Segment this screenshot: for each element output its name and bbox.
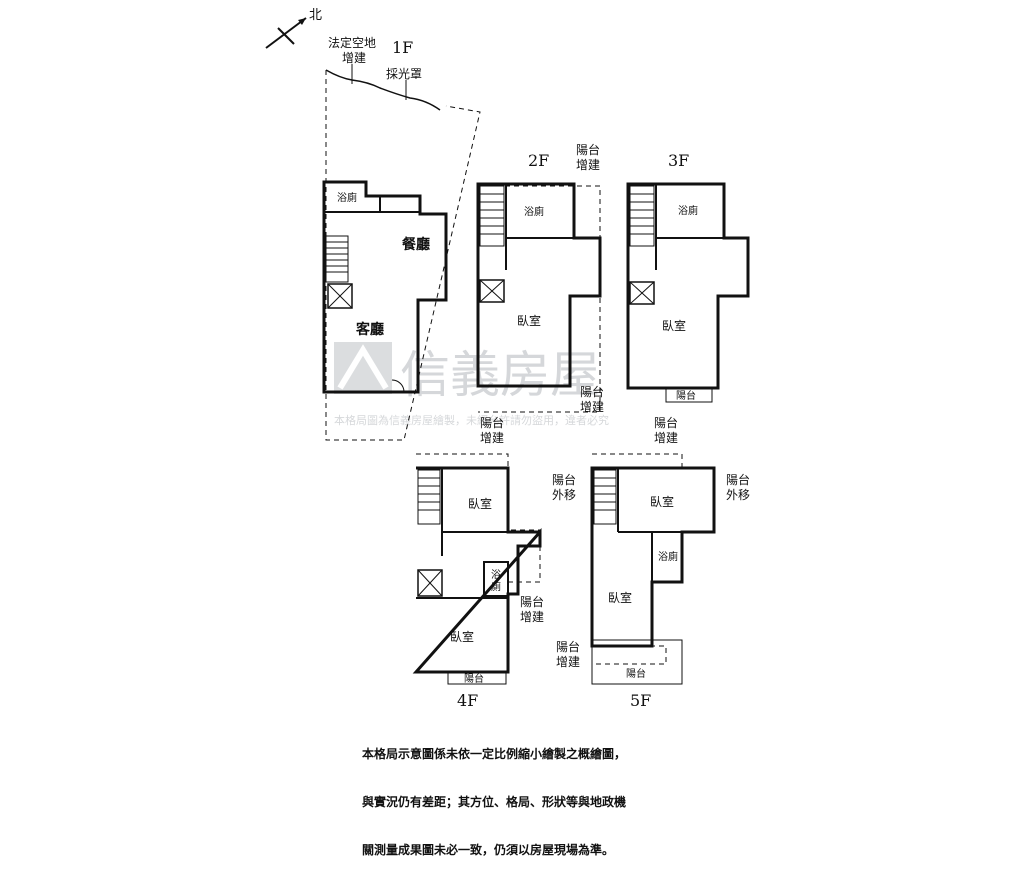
disclaimer-line-3: 關測量成果圖未必一致，仍須以房屋現場為準。 <box>362 843 615 857</box>
north-label: 北 <box>309 8 322 23</box>
floor-3f-bath-label: 浴廁 <box>678 204 698 217</box>
floor-4f-bath-label-1: 浴 <box>491 569 501 581</box>
floor-1f: 1F 法定空地 增建 採光罩 浴廁 餐廳 客廳 <box>322 35 481 441</box>
floor-4f-balcony-moved-2: 外移 <box>552 488 576 502</box>
floor-5f-bedroom-bottom-label: 臥室 <box>608 590 632 605</box>
floor-3f-elevator <box>629 281 655 305</box>
floor-3f-label: 3F <box>668 151 689 170</box>
floor-5f-balcony-addition-top-1: 陽台 <box>654 415 678 430</box>
floor-2f-bath-label: 浴廁 <box>524 205 544 218</box>
floor-4f-bedroom-top-label: 臥室 <box>468 496 492 511</box>
floor-2f-walls <box>476 182 602 388</box>
watermark-brand: 信義房屋 <box>400 346 600 404</box>
floor-4f-stairs <box>417 469 441 525</box>
floor-3f-balcony-label: 陽台 <box>676 389 696 402</box>
floor-5f-bath-label: 浴廁 <box>658 550 678 563</box>
floor-plan-drawing: 信義房屋 本格局圖為信義房屋繪製，未經允許請勿盜用，違者必究 北 1F 法定空地… <box>265 8 750 710</box>
floor-1f-walls <box>322 180 448 394</box>
skylight-line <box>325 69 441 111</box>
floor-1f-label: 1F <box>392 38 413 57</box>
floor-3f: 3F 浴廁 臥室 陽台 <box>626 151 750 403</box>
floor-2f-stairs <box>479 185 505 247</box>
floor-2f-balcony-addition-top-2: 增建 <box>576 158 600 172</box>
skylight-label: 採光罩 <box>386 67 422 81</box>
disclaimer-note: 本格局示意圖係未依一定比例縮小繪製之概繪圖， 與實況仍有差距；其方位、格局、形狀… <box>362 714 682 874</box>
watermark-logo <box>334 342 392 394</box>
floor-5f-balcony-addition-bottom-2: 增建 <box>556 655 580 669</box>
living-room-label: 客廳 <box>355 321 384 338</box>
floor-3f-stairs <box>629 185 655 247</box>
floor-4f-label: 4F <box>457 691 478 710</box>
open-space-outline <box>325 70 481 441</box>
floor-4f-elevator <box>417 569 443 597</box>
legal-open-space-addition-label: 增建 <box>342 51 366 65</box>
floor-4f-balcony-moved-1: 陽台 <box>552 472 576 487</box>
floor-2f-label: 2F <box>528 151 549 170</box>
disclaimer-line-1: 本格局示意圖係未依一定比例縮小繪製之概繪圖， <box>362 747 627 761</box>
floor-4f-balcony-addition-top-2: 增建 <box>480 431 504 445</box>
floor-5f-balcony-moved-2: 外移 <box>726 488 750 502</box>
floor-3f-bedroom-label: 臥室 <box>662 318 686 333</box>
floor-2f-balcony-addition-top-1: 陽台 <box>576 142 600 157</box>
floor-2f: 2F 陽台 增建 浴廁 臥室 陽台 增建 <box>476 142 604 414</box>
watermark-copyright: 本格局圖為信義房屋繪製，未經允許請勿盜用，違者必究 <box>334 413 609 427</box>
floor-1f-bath-label: 浴廁 <box>337 191 357 204</box>
floor-5f-bedroom-top-label: 臥室 <box>650 494 674 509</box>
floor-4f-balcony-addition-right-2: 增建 <box>520 610 544 624</box>
floor-5f-balcony-label: 陽台 <box>626 667 646 680</box>
watermark: 信義房屋 本格局圖為信義房屋繪製，未經允許請勿盜用，違者必究 <box>334 342 609 427</box>
floor-5f: 陽台 增建 臥室 浴廁 臥室 陽台 外移 陽台 增建 陽台 5F <box>556 415 750 710</box>
floor-5f-balcony-moved-1: 陽台 <box>726 472 750 487</box>
floor-5f-label: 5F <box>630 691 651 710</box>
floor-1f-stairs <box>325 235 349 283</box>
dining-room-label: 餐廳 <box>401 236 430 253</box>
floor-4f-walls <box>412 466 542 674</box>
disclaimer-line-2: 與實況仍有差距；其方位、格局、形狀等與地政機 <box>362 795 627 809</box>
floor-4f: 陽台 增建 臥室 浴 廁 臥室 陽台 外移 陽台 增建 陽台 4F <box>412 415 576 710</box>
floor-4f-bedroom-bottom-label: 臥室 <box>450 629 474 644</box>
floor-4f-balcony-label: 陽台 <box>464 672 484 685</box>
floor-5f-walls <box>590 466 716 648</box>
floor-4f-balcony-addition-top-1: 陽台 <box>480 415 504 430</box>
floor-5f-balcony-addition-top-2: 增建 <box>654 431 678 445</box>
floor-4f-bath-label-2: 廁 <box>491 580 501 593</box>
floor-5f-balcony-addition-bottom-1: 陽台 <box>556 639 580 654</box>
floor-4f-balcony-addition-right-1: 陽台 <box>520 594 544 609</box>
floor-2f-balcony-addition-bottom-1: 陽台 <box>580 384 604 399</box>
floor-2f-elevator <box>479 279 505 303</box>
floor-1f-elevator <box>327 283 353 309</box>
floor-2f-balcony-addition-bottom-2: 增建 <box>580 400 604 414</box>
floor-2f-bedroom-label: 臥室 <box>517 313 541 328</box>
north-arrow-icon: 北 <box>265 8 322 49</box>
floor-3f-walls <box>626 182 750 390</box>
floor-5f-stairs <box>593 469 617 525</box>
watermark-logo-mark <box>337 344 389 390</box>
legal-open-space-label: 法定空地 <box>328 35 376 50</box>
